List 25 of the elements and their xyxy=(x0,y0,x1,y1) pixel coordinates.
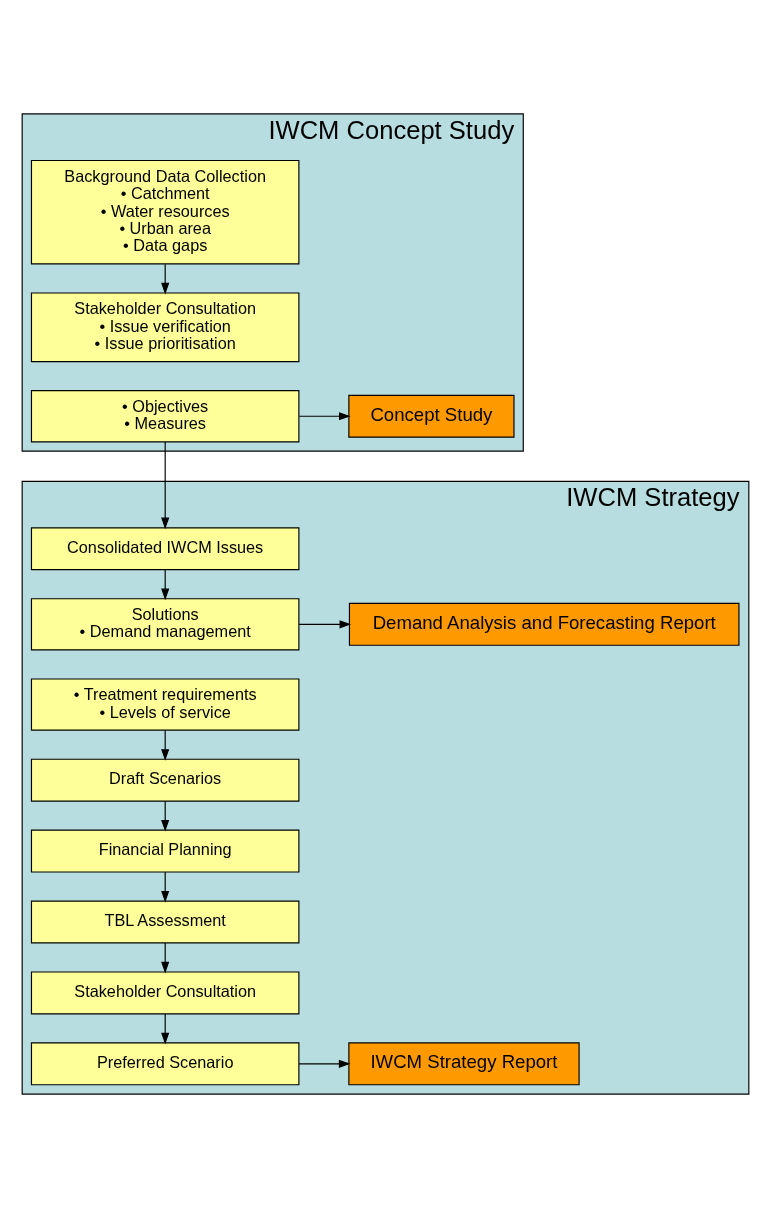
arrow xyxy=(298,619,352,628)
node-box: Draft Scenarios xyxy=(30,758,300,802)
node-box: Demand Analysis and Forecasting Report xyxy=(348,602,740,646)
node-box: Financial Planning xyxy=(30,829,300,873)
node-box: Solutions • Demand management xyxy=(30,597,300,650)
arrow xyxy=(161,729,170,761)
node-box: • Objectives • Measures xyxy=(30,389,300,442)
arrow xyxy=(161,871,170,903)
node-box: • Treatment requirements • Levels of service xyxy=(30,677,300,731)
node-box: TBL Assessment xyxy=(30,899,300,943)
arrow xyxy=(161,440,170,529)
arrow xyxy=(161,941,170,973)
node-box: IWCM Strategy Report xyxy=(348,1041,580,1085)
arrow xyxy=(161,1012,170,1044)
arrow xyxy=(298,1059,351,1068)
arrow xyxy=(161,568,170,600)
node-box: Stakeholder Consultation • Issue verification • Issue prioritisation xyxy=(30,291,300,362)
node-box: Concept Study xyxy=(348,394,515,438)
node-box: Consolidated IWCM Issues xyxy=(30,526,300,570)
node-box: Stakeholder Consultation xyxy=(30,970,300,1014)
arrow xyxy=(161,263,170,294)
node-box: Background Data Collection • Catchment • Water resources • Urban area • Data gaps xyxy=(30,159,300,264)
arrow xyxy=(298,411,351,420)
node-box: Preferred Scenario xyxy=(30,1041,300,1085)
arrow xyxy=(161,800,170,832)
